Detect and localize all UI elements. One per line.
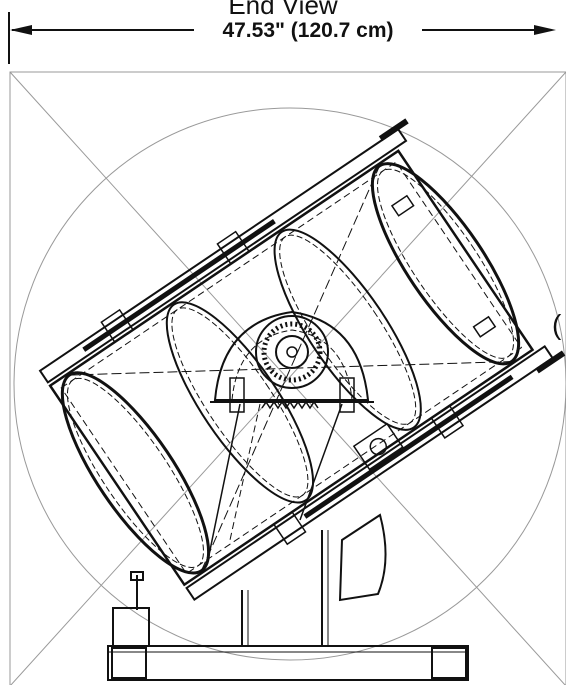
- mid-ring-a-inner: [171, 307, 309, 498]
- tube-assembly: [38, 118, 566, 601]
- clamp-bottom-2: [430, 404, 465, 439]
- bearing-hub: [275, 335, 309, 369]
- mount-bolt-right: [339, 377, 355, 413]
- swing-circle: [13, 107, 566, 661]
- tube-body-inner: [60, 161, 523, 575]
- bottom-rail-end: [535, 350, 566, 374]
- motor-housing: [338, 513, 387, 602]
- clamp-top-1: [100, 308, 135, 344]
- internal-line-a: [69, 361, 512, 376]
- envelope: [9, 71, 566, 685]
- clamp-bottom-1: [272, 510, 307, 546]
- mid-ring-b: [273, 228, 422, 431]
- tube-bottom-rail: [185, 345, 554, 601]
- tube-body: [48, 149, 535, 587]
- end-ring-left: [60, 371, 211, 575]
- focuser: [352, 422, 404, 471]
- mount-arch: [213, 310, 370, 401]
- end-ring-left-inner: [66, 377, 204, 568]
- base-foot-right: [431, 647, 467, 679]
- dimension-label: 47.53" (120.7 cm): [222, 19, 393, 42]
- view-title: End View: [228, 0, 338, 20]
- base-foot-left: [111, 647, 147, 679]
- base-rail: [107, 645, 469, 681]
- support-arm-left: [207, 403, 241, 561]
- bearing-center: [286, 346, 298, 358]
- dimension-arrow-right: [534, 25, 556, 35]
- boss-top: [390, 194, 415, 217]
- dimension-arrow-left: [10, 25, 32, 35]
- envelope-square: [9, 71, 566, 685]
- internal-line-b: [200, 165, 380, 571]
- bottom-rod-bar: [303, 374, 514, 519]
- boss-bottom: [472, 315, 497, 338]
- end-ring-right-inner: [377, 168, 515, 359]
- bearing-outer: [255, 315, 329, 389]
- bearing-bolts: [261, 321, 323, 383]
- mount: [207, 310, 374, 561]
- clamp-top-2: [216, 230, 251, 265]
- tube-top-rail: [38, 127, 408, 384]
- top-rail-end: [378, 118, 409, 142]
- base-frame: [107, 513, 469, 681]
- width-dimension: [8, 12, 556, 64]
- mount-bolt-left: [229, 377, 245, 413]
- focuser-knob: [369, 437, 388, 456]
- edge-fragment: (: [552, 309, 562, 340]
- support-arm-dashed: [229, 403, 261, 541]
- gear-teeth: [261, 400, 319, 410]
- mount-arch-inner: [231, 329, 353, 401]
- end-ring-right: [370, 162, 521, 366]
- adjuster-knob: [130, 571, 144, 581]
- support-arm-right: [299, 403, 343, 521]
- envelope-diagonal-b: [10, 71, 566, 685]
- counterweight-block: [112, 607, 150, 647]
